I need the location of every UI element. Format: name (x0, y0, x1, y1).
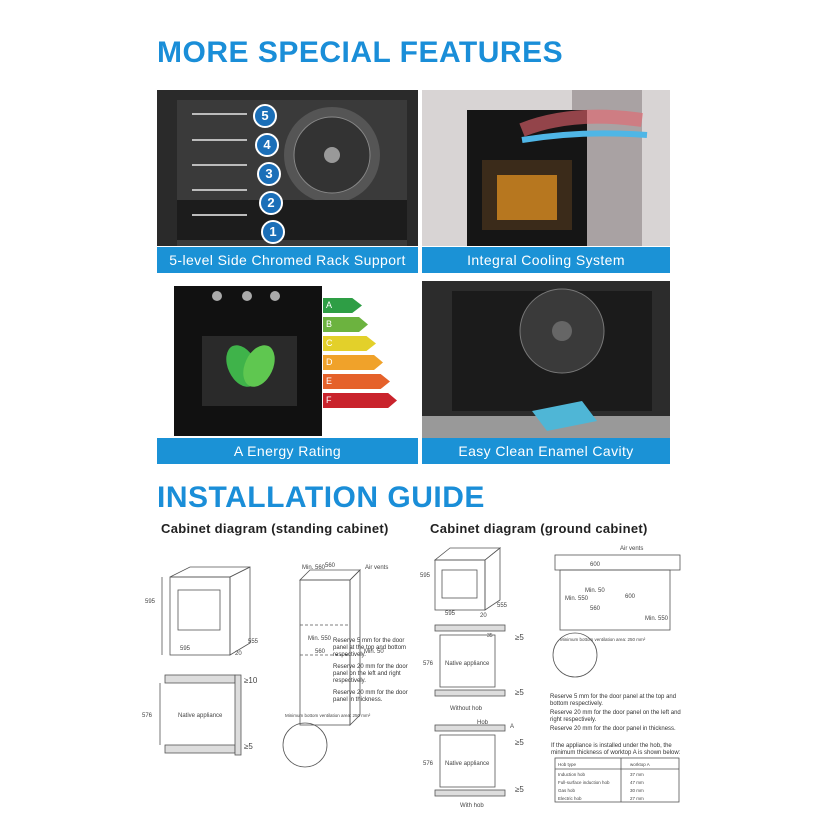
hob-label: Hob (477, 720, 489, 726)
vent-note: Minimum bottom ventilation area: 250 mm² (285, 713, 371, 718)
feature-label: 5-level Side Chromed Rack Support (157, 247, 418, 273)
ground-heading: Cabinet diagram (ground cabinet) (430, 521, 648, 536)
table-cell: Electric hob (558, 796, 582, 801)
gap-bottom: ≥5 (244, 742, 253, 751)
feature-label: A Energy Rating (157, 438, 418, 464)
feature-cooling: Integral Cooling System (422, 90, 670, 273)
standing-cabinet-diagram: 595 595 555 20 560 Min. 560 Air vents Mi… (142, 563, 388, 768)
g-gap-35: 35 (487, 633, 493, 639)
note-3: Reserve 20 mm for the door panel in thic… (333, 690, 408, 703)
table-cell: Gas hob (558, 788, 576, 793)
dim-576: 576 (142, 713, 153, 719)
enamel-cavity-image (422, 281, 670, 438)
feature-enamel-cavity: Easy Clean Enamel Cavity (422, 281, 670, 464)
rack-level-1: 1 (261, 220, 285, 244)
standing-heading: Cabinet diagram (standing cabinet) (161, 521, 389, 536)
g-height-2: 576 (423, 761, 434, 767)
dim-min-50: Min. 50 (364, 649, 384, 655)
table-cell: 37 mm (630, 772, 644, 777)
table-cell: Full-surface induction hob (558, 780, 610, 785)
g-dim-depth: 555 (497, 603, 508, 609)
rack-level-4: 4 (255, 133, 279, 157)
g-native-2: Native appliance (445, 761, 490, 767)
ground-cabinet-diagram: 595 595 555 20 600 Air vents Min. 550 Mi… (420, 546, 681, 809)
energy-class-a: A (323, 298, 362, 313)
table-cell: 27 mm (630, 796, 644, 801)
g-dim-width: 595 (445, 611, 456, 617)
g-height-1: 576 (423, 661, 434, 667)
energy-class-d: D (323, 355, 383, 370)
g-dim-door: 20 (480, 613, 487, 619)
energy-class-f: F (323, 393, 397, 408)
feature-label: Easy Clean Enamel Cavity (422, 438, 670, 464)
dim-depth: 555 (248, 639, 259, 645)
native-appliance: Native appliance (178, 713, 223, 719)
g-note-1: Reserve 5 mm for the door panel at the t… (550, 694, 677, 707)
energy-class-c: C (323, 336, 376, 351)
worktop-a-label: A (510, 724, 514, 730)
gap-top: ≥10 (244, 676, 258, 685)
feature-label: Integral Cooling System (422, 247, 670, 273)
dim-min-depth: Min. 550 (308, 636, 332, 642)
g-gap-3: ≥5 (515, 738, 524, 747)
note-1: Reserve 5 mm for the door panel at the t… (333, 638, 407, 658)
without-hob-label: Without hob (450, 706, 483, 712)
features-title: MORE SPECIAL FEATURES (157, 36, 564, 69)
g-gap-2: ≥5 (515, 688, 524, 697)
cooling-oven-image (422, 90, 670, 246)
table-cell: 47 mm (630, 780, 644, 785)
table-cell: 30 mm (630, 788, 644, 793)
dim-height: 595 (145, 599, 156, 605)
g-air-vents: Air vents (620, 546, 643, 552)
g-dim-600: 600 (625, 594, 636, 600)
g-native-1: Native appliance (445, 661, 490, 667)
rack-level-5: 5 (253, 104, 277, 128)
energy-class-b: B (323, 317, 368, 332)
air-vents-label: Air vents (365, 565, 388, 571)
g-note-2: Reserve 20 mm for the door panel on the … (550, 710, 681, 723)
feature-energy-rating: A B C D E F A Energy Rating (157, 281, 418, 464)
g-dim-top: 600 (590, 562, 601, 568)
table-cell: Induction hob (558, 772, 586, 777)
g-gap-4: ≥5 (515, 785, 524, 794)
note-2: Reserve 20 mm for the door panel on the … (333, 664, 408, 684)
dim-door: 20 (235, 651, 242, 657)
table-intro: If the appliance is installed under the … (551, 743, 681, 756)
rack-oven-image (157, 90, 418, 246)
g-dim-min50: Min. 50 (585, 588, 605, 594)
table-header: worktop A (630, 762, 650, 767)
rack-level-2: 2 (259, 191, 283, 215)
with-hob-label: With hob (460, 803, 484, 809)
dim-min-top: Min. 560 (302, 565, 326, 571)
g-dim-560: 560 (590, 606, 601, 612)
g-gap-1: ≥5 (515, 633, 524, 642)
energy-class-e: E (323, 374, 390, 389)
feature-rack-support: 5 4 3 2 1 5-level Side Chromed Rack Supp… (157, 90, 418, 273)
g-dim-min550b: Min. 550 (645, 616, 669, 622)
g-dim-min550: Min. 550 (565, 596, 589, 602)
rack-level-3: 3 (257, 162, 281, 186)
install-title: INSTALLATION GUIDE (157, 481, 485, 514)
dim-width: 595 (180, 646, 191, 652)
table-header: Hob type (558, 762, 577, 767)
dim-inner: 560 (315, 649, 326, 655)
g-note-3: Reserve 20 mm for the door panel in thic… (550, 726, 676, 732)
dim-top: 560 (325, 563, 336, 569)
g-vent-note: Minimum bottom ventilation area: 250 mm² (560, 637, 646, 642)
g-dim-height: 595 (420, 573, 431, 579)
